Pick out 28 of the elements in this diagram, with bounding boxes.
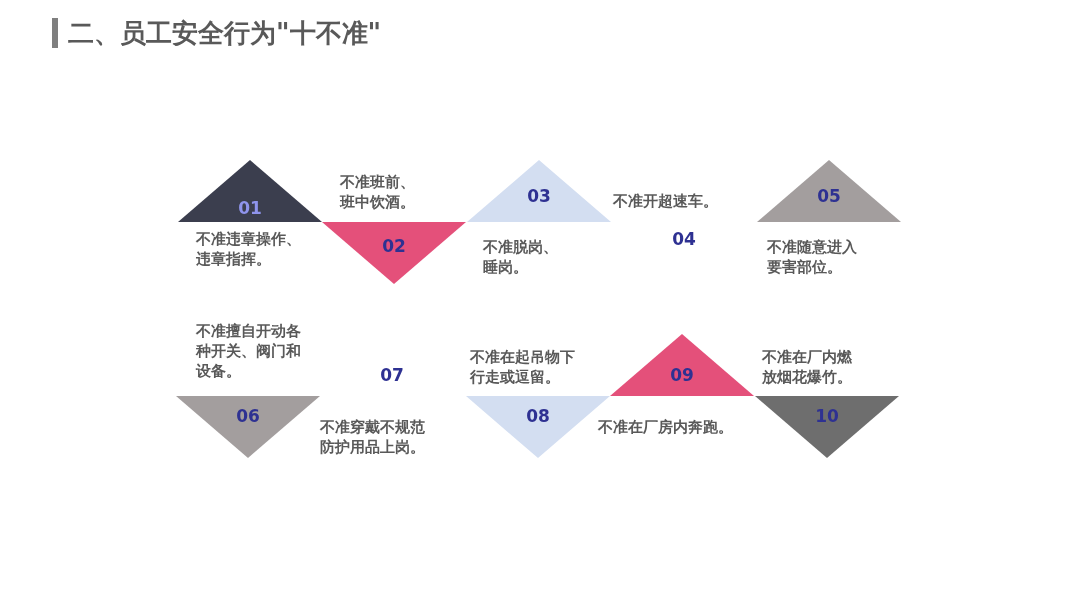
- rule-text: 不准随意进入要害部位。: [767, 237, 858, 277]
- title: 二、员工安全行为"十不准": [68, 17, 382, 50]
- step-number: 06: [236, 406, 260, 426]
- rule-text: 不准班前、班中饮酒。: [340, 172, 416, 212]
- step-number: 03: [527, 186, 551, 206]
- step-number: 05: [817, 186, 841, 206]
- step-number: 04: [672, 229, 696, 249]
- step-number: 10: [815, 406, 839, 426]
- rule-text: 不准开超速车。: [613, 191, 719, 211]
- step-number: 09: [670, 365, 694, 385]
- rule-text: 不准穿戴不规范防护用品上岗。: [320, 417, 426, 457]
- triangle-marker: [176, 396, 320, 458]
- triangle-marker: [757, 160, 901, 222]
- triangle-marker: [755, 396, 899, 458]
- rule-text: 不准违章操作、违章指挥。: [196, 229, 302, 269]
- step-number: 02: [382, 236, 406, 256]
- rule-text: 不准在厂内燃放烟花爆竹。: [762, 347, 853, 387]
- step-number: 07: [380, 365, 404, 385]
- step-number: 01: [238, 198, 262, 218]
- rule-text: 不准擅自开动各种开关、阀门和设备。: [196, 321, 302, 381]
- rule-text: 不准在厂房内奔跑。: [598, 417, 734, 437]
- step-number: 08: [526, 406, 550, 426]
- triangle-marker: [178, 160, 322, 222]
- triangle-marker: [322, 222, 466, 284]
- rule-text: 不准脱岗、睡岗。: [483, 237, 559, 277]
- rule-text: 不准在起吊物下行走或逗留。: [470, 347, 576, 387]
- triangle-marker: [610, 334, 754, 396]
- triangle-marker: [467, 160, 611, 222]
